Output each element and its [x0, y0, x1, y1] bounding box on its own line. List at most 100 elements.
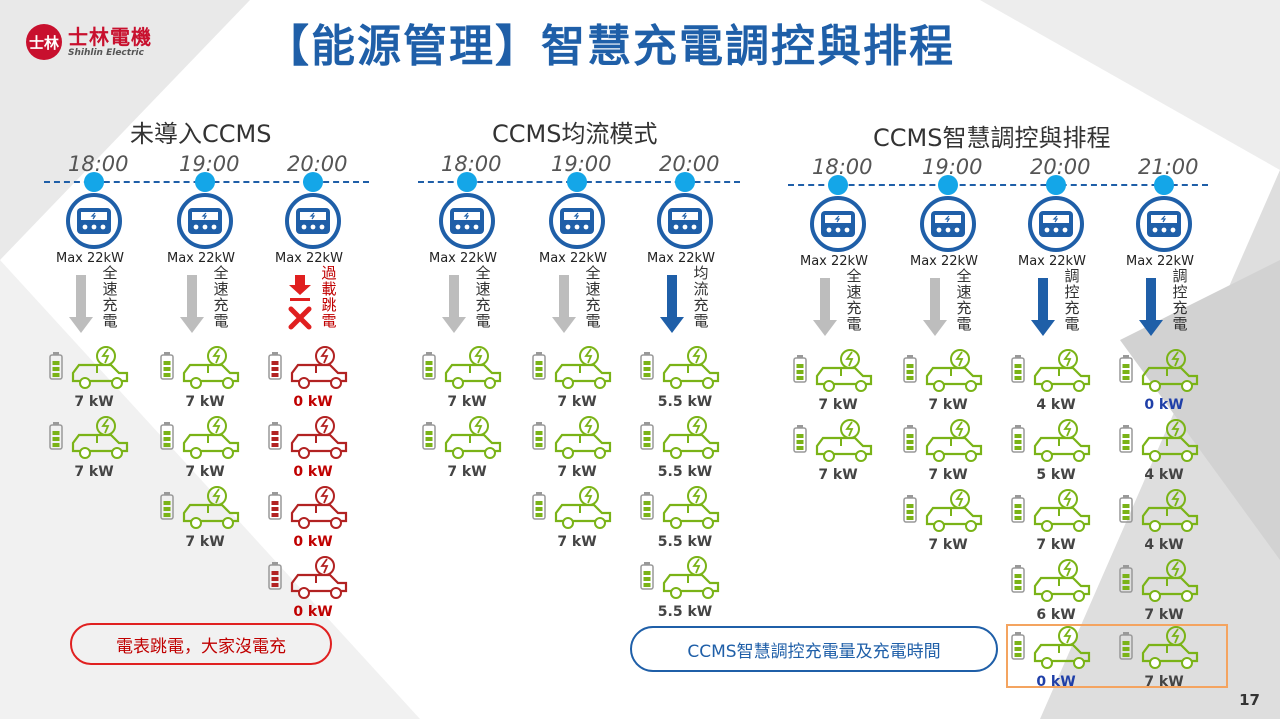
note-left-pill: 電表跳電，大家沒電充: [70, 623, 332, 665]
ev-car-icon-2-1-2: [903, 489, 983, 532]
charge-mode-label-2-2: 調控充電: [1064, 267, 1080, 333]
timeline-dot-0-1: [195, 172, 215, 192]
charge-power-0-1-0: 7 kW: [185, 394, 225, 410]
charge-mode-label-1-0: 全速充電: [475, 264, 491, 330]
ev-car-icon-0-2-1: [268, 416, 348, 459]
ev-car-icon-1-1-0: [532, 346, 612, 389]
gray-arrow-icon-1-1: [552, 275, 576, 333]
max-power-1-1: Max 22kW: [539, 251, 607, 266]
ev-car-icon-1-1-2: [532, 486, 612, 529]
max-power-1-2: Max 22kW: [647, 251, 715, 266]
charge-power-0-2-2: 0 kW: [293, 534, 333, 550]
max-power-1-0: Max 22kW: [429, 251, 497, 266]
charge-power-2-1-1: 7 kW: [928, 467, 968, 483]
max-power-2-1: Max 22kW: [910, 254, 978, 269]
section-title-2: CCMS智慧調控與排程: [873, 124, 1111, 152]
ev-car-icon-0-1-0: [160, 346, 240, 389]
ev-car-icon-1-2-3: [640, 556, 720, 599]
ev-car-icon-1-2-0: [640, 346, 720, 389]
ev-car-icon-0-0-1: [49, 416, 129, 459]
timeline-dot-0-0: [84, 172, 104, 192]
charge-mode-label-1-1: 全速充電: [585, 264, 601, 330]
charge-mode-label-0-1: 全速充電: [213, 264, 229, 330]
charge-power-2-2-3: 6 kW: [1036, 607, 1076, 623]
meter-icon-2-3: [1136, 196, 1192, 252]
ev-car-icon-2-1-1: [903, 419, 983, 462]
meter-icon-0-2: [285, 193, 341, 249]
max-power-0-1: Max 22kW: [167, 251, 235, 266]
meter-icon-1-1: [549, 193, 605, 249]
charge-mode-label-0-2: 過載跳電: [321, 264, 337, 330]
timeline-dot-1-2: [675, 172, 695, 192]
charge-power-1-1-0: 7 kW: [557, 394, 597, 410]
note-left-text: 電表跳電，大家沒電充: [116, 636, 286, 657]
ev-car-icon-0-0-0: [49, 346, 129, 389]
charge-power-2-3-2: 4 kW: [1144, 537, 1184, 553]
ev-car-icon-2-0-0: [793, 349, 873, 392]
ev-car-icon-0-1-1: [160, 416, 240, 459]
max-power-2-0: Max 22kW: [800, 254, 868, 269]
ev-car-icon-0-2-3: [268, 556, 348, 599]
gray-arrow-icon-0-1: [180, 275, 204, 333]
gray-arrow-icon-0-0: [69, 275, 93, 333]
blue-arrow-icon-2-2: [1031, 278, 1055, 336]
ev-car-icon-1-2-1: [640, 416, 720, 459]
gray-arrow-icon-2-0: [813, 278, 837, 336]
charge-power-2-3-1: 4 kW: [1144, 467, 1184, 483]
charge-power-0-2-0: 0 kW: [293, 394, 333, 410]
charge-power-0-1-1: 7 kW: [185, 464, 225, 480]
brand-logo: 士林 士林電機 Shihlin Electric: [26, 24, 152, 60]
ev-car-icon-2-0-1: [793, 419, 873, 462]
blue-arrow-icon-2-3: [1139, 278, 1163, 336]
meter-icon-0-0: [66, 193, 122, 249]
ev-car-icon-2-3-1: [1119, 419, 1199, 462]
timeline-dot-0-2: [303, 172, 323, 192]
ev-car-icon-0-1-2: [160, 486, 240, 529]
meter-icon-2-2: [1028, 196, 1084, 252]
ev-car-icon-2-2-0: [1011, 349, 1091, 392]
note-right-text: CCMS智慧調控充電量及充電時間: [687, 641, 941, 662]
charge-power-2-1-0: 7 kW: [928, 397, 968, 413]
section-title-1: CCMS均流模式: [492, 120, 658, 148]
timeline-dot-1-1: [567, 172, 587, 192]
charge-power-1-2-2: 5.5 kW: [657, 534, 713, 550]
red-arrow-icon-0-2: [288, 275, 312, 330]
charge-power-0-0-1: 7 kW: [74, 464, 114, 480]
ev-car-icon-0-2-2: [268, 486, 348, 529]
ev-car-icon-2-3-4: [1119, 626, 1199, 669]
highlight-box: [1006, 624, 1228, 688]
ev-car-icon-0-2-0: [268, 346, 348, 389]
charge-power-2-2-0: 4 kW: [1036, 397, 1076, 413]
page-number: 17: [1239, 691, 1260, 709]
charge-power-2-0-1: 7 kW: [818, 467, 858, 483]
ev-car-icon-1-0-0: [422, 346, 502, 389]
max-power-2-2: Max 22kW: [1018, 254, 1086, 269]
brand-mark-icon: 士林: [26, 24, 62, 60]
ev-car-icon-1-2-2: [640, 486, 720, 529]
timeline-2: [788, 184, 1208, 186]
page-title: 【能源管理】智慧充電調控與排程: [265, 21, 955, 72]
charge-mode-label-2-0: 全速充電: [846, 267, 862, 333]
charge-power-0-2-3: 0 kW: [293, 604, 333, 620]
charge-power-2-3-3: 7 kW: [1144, 607, 1184, 623]
charge-mode-label-2-3: 調控充電: [1172, 267, 1188, 333]
charge-power-1-1-1: 7 kW: [557, 464, 597, 480]
charge-mode-label-0-0: 全速充電: [102, 264, 118, 330]
charge-power-0-1-2: 7 kW: [185, 534, 225, 550]
charge-power-2-2-1: 5 kW: [1036, 467, 1076, 483]
note-right-pill: CCMS智慧調控充電量及充電時間: [630, 626, 998, 672]
gray-arrow-icon-2-1: [923, 278, 947, 336]
charge-mode-label-2-1: 全速充電: [956, 267, 972, 333]
meter-icon-0-1: [177, 193, 233, 249]
charge-power-0-2-1: 0 kW: [293, 464, 333, 480]
meter-icon-1-2: [657, 193, 713, 249]
ev-car-icon-1-0-1: [422, 416, 502, 459]
brand-name-en: Shihlin Electric: [68, 47, 144, 58]
charge-mode-label-1-2: 均流充電: [693, 264, 709, 330]
max-power-0-2: Max 22kW: [275, 251, 343, 266]
blue-arrow-icon-1-2: [660, 275, 684, 333]
ev-car-icon-2-2-3: [1011, 559, 1091, 602]
section-title-0: 未導入CCMS: [130, 120, 272, 148]
gray-arrow-icon-1-0: [442, 275, 466, 333]
ev-car-icon-2-2-1: [1011, 419, 1091, 462]
